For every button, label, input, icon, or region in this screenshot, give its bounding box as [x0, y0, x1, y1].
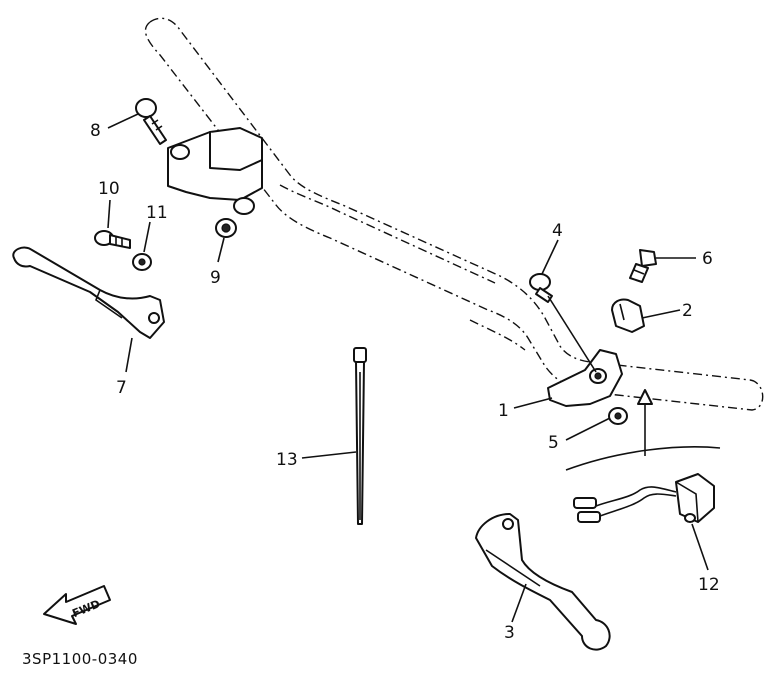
bolt-4: [529, 273, 553, 303]
cable-tie-13: [353, 347, 367, 525]
callout-10: 10: [98, 179, 120, 199]
diagram-code: 3SP1100-0340: [22, 650, 138, 668]
callout-7: 7: [116, 378, 127, 398]
bolt-10: [94, 230, 131, 249]
callout-labels: 8 9 10 11 7 4 6 2 1 5 13 12 3: [90, 121, 720, 643]
callout-2: 2: [682, 301, 693, 321]
callout-6: 6: [702, 249, 713, 269]
nut-9: [215, 218, 237, 238]
callout-3: 3: [504, 623, 515, 643]
callout-11: 11: [146, 203, 168, 223]
callout-4: 4: [552, 221, 563, 241]
callout-13: 13: [276, 450, 298, 470]
nut-11: [132, 253, 152, 271]
fwd-arrow: FWD: [43, 585, 111, 625]
brake-lever-7: [12, 246, 165, 339]
callout-5: 5: [548, 433, 559, 453]
leader-lines: [107, 113, 709, 623]
nut-5: [608, 407, 628, 425]
clutch-lever-3: [475, 513, 611, 651]
callout-1: 1: [498, 401, 509, 421]
lever-holder-1: [547, 349, 623, 407]
callout-8: 8: [90, 121, 101, 141]
clamp-2: [611, 298, 645, 333]
master-cylinder-clamp: [167, 127, 263, 215]
bolt-8: [135, 98, 167, 145]
callout-9: 9: [210, 268, 221, 288]
switch-bracket: [565, 389, 721, 471]
handlebar: [144, 17, 764, 411]
callout-12: 12: [698, 575, 720, 595]
bolt-6: [629, 249, 657, 283]
switch-12: [573, 473, 715, 523]
